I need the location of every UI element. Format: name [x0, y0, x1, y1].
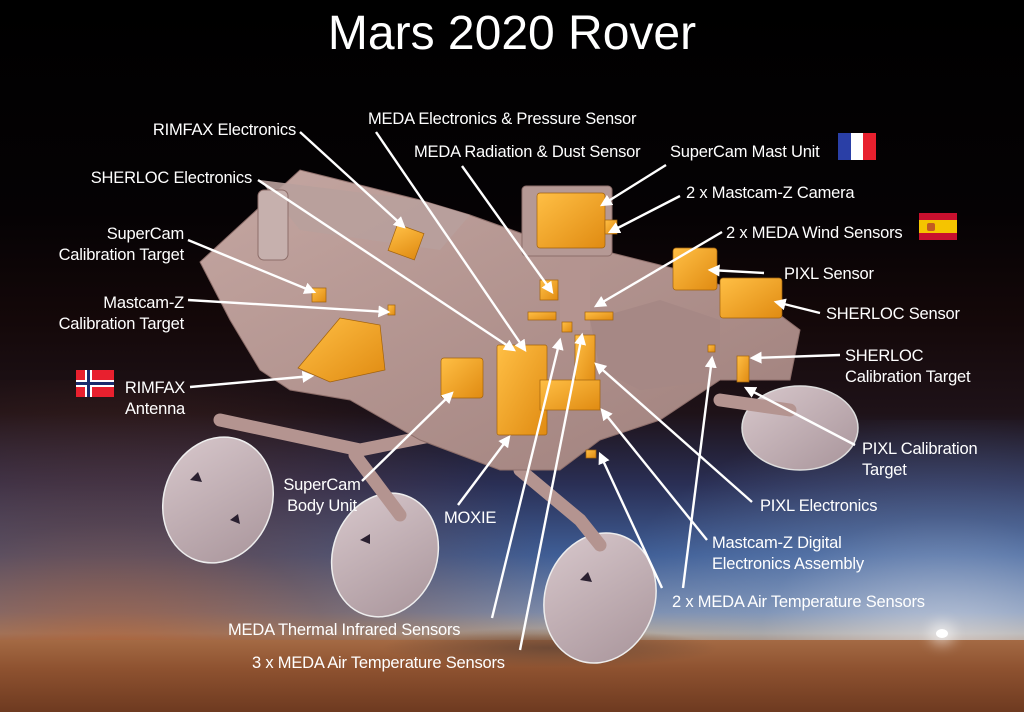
instrument-highlights — [297, 192, 783, 459]
supercam-mast-unit-part — [536, 192, 606, 249]
label-pixl-sensor: PIXL Sensor — [784, 265, 874, 283]
norway-flag-icon — [76, 370, 114, 397]
label-supercam-body-unit: SuperCam Body Unit — [283, 476, 361, 515]
meda-wind-sensor-right — [584, 311, 614, 321]
supercam-cal-target-part — [311, 287, 327, 303]
rover-body — [199, 169, 801, 471]
page-title: Mars 2020 Rover — [327, 7, 697, 60]
label-sherloc-calibration-target: SHERLOC Calibration Target — [845, 347, 971, 386]
sherloc-cal-target-part — [736, 355, 750, 383]
sherloc-sensor-part — [719, 277, 783, 319]
label-sherloc-electronics: SHERLOC Electronics — [90, 169, 252, 187]
label-2x-meda-air-temperature-sensors: 2 x MEDA Air Temperature Sensors — [672, 593, 925, 611]
leader-arrows — [187, 131, 856, 651]
label-2x-meda-wind-sensors: 2 x MEDA Wind Sensors — [726, 224, 903, 242]
label-meda-thermal-infrared-sensors: MEDA Thermal Infrared Sensors — [228, 621, 461, 639]
label-pixl-calibration-target: PIXL Calibration Target — [862, 440, 978, 479]
label-rimfax-electronics: RIMFAX Electronics — [152, 121, 296, 139]
meda-air-temp-2x-part — [707, 344, 716, 353]
label-supercam-mast-unit: SuperCam Mast Unit — [670, 143, 820, 161]
rimfax-antenna-part — [297, 317, 386, 383]
mastcamz-cal-target-part — [387, 304, 396, 316]
meda-air-temp-part — [561, 321, 573, 333]
meda-wind-sensor-left — [527, 311, 557, 321]
label-rimfax-antenna: RIMFAX Antenna — [124, 379, 186, 418]
label-moxie: MOXIE — [444, 509, 497, 527]
label-2x-mastcamz-camera: 2 x Mastcam-Z Camera — [686, 184, 855, 202]
meda-radiation-dust-part — [539, 279, 559, 301]
supercam-body-unit-part — [440, 357, 484, 399]
label-mastcamz-calibration-target: Mastcam-Z Calibration Target — [58, 294, 185, 333]
france-flag-icon — [838, 133, 877, 160]
label-meda-radiation-dust-sensor: MEDA Radiation & Dust Sensor — [414, 143, 641, 161]
sun-icon — [936, 629, 948, 638]
label-meda-electronics-pressure-sensor: MEDA Electronics & Pressure Sensor — [368, 110, 637, 128]
spain-flag-icon — [919, 213, 957, 240]
rimfax-electronics-part — [387, 223, 425, 261]
label-pixl-electronics: PIXL Electronics — [760, 497, 878, 515]
label-3x-meda-air-temperature-sensors: 3 x MEDA Air Temperature Sensors — [252, 654, 505, 672]
label-sherloc-sensor: SHERLOC Sensor — [826, 305, 960, 323]
label-mastcamz-digital-electronics-assembly: Mastcam-Z Digital Electronics Assembly — [712, 534, 864, 573]
meda-thermal-ir-part — [585, 449, 597, 459]
label-supercam-calibration-target: SuperCam Calibration Target — [58, 225, 185, 264]
